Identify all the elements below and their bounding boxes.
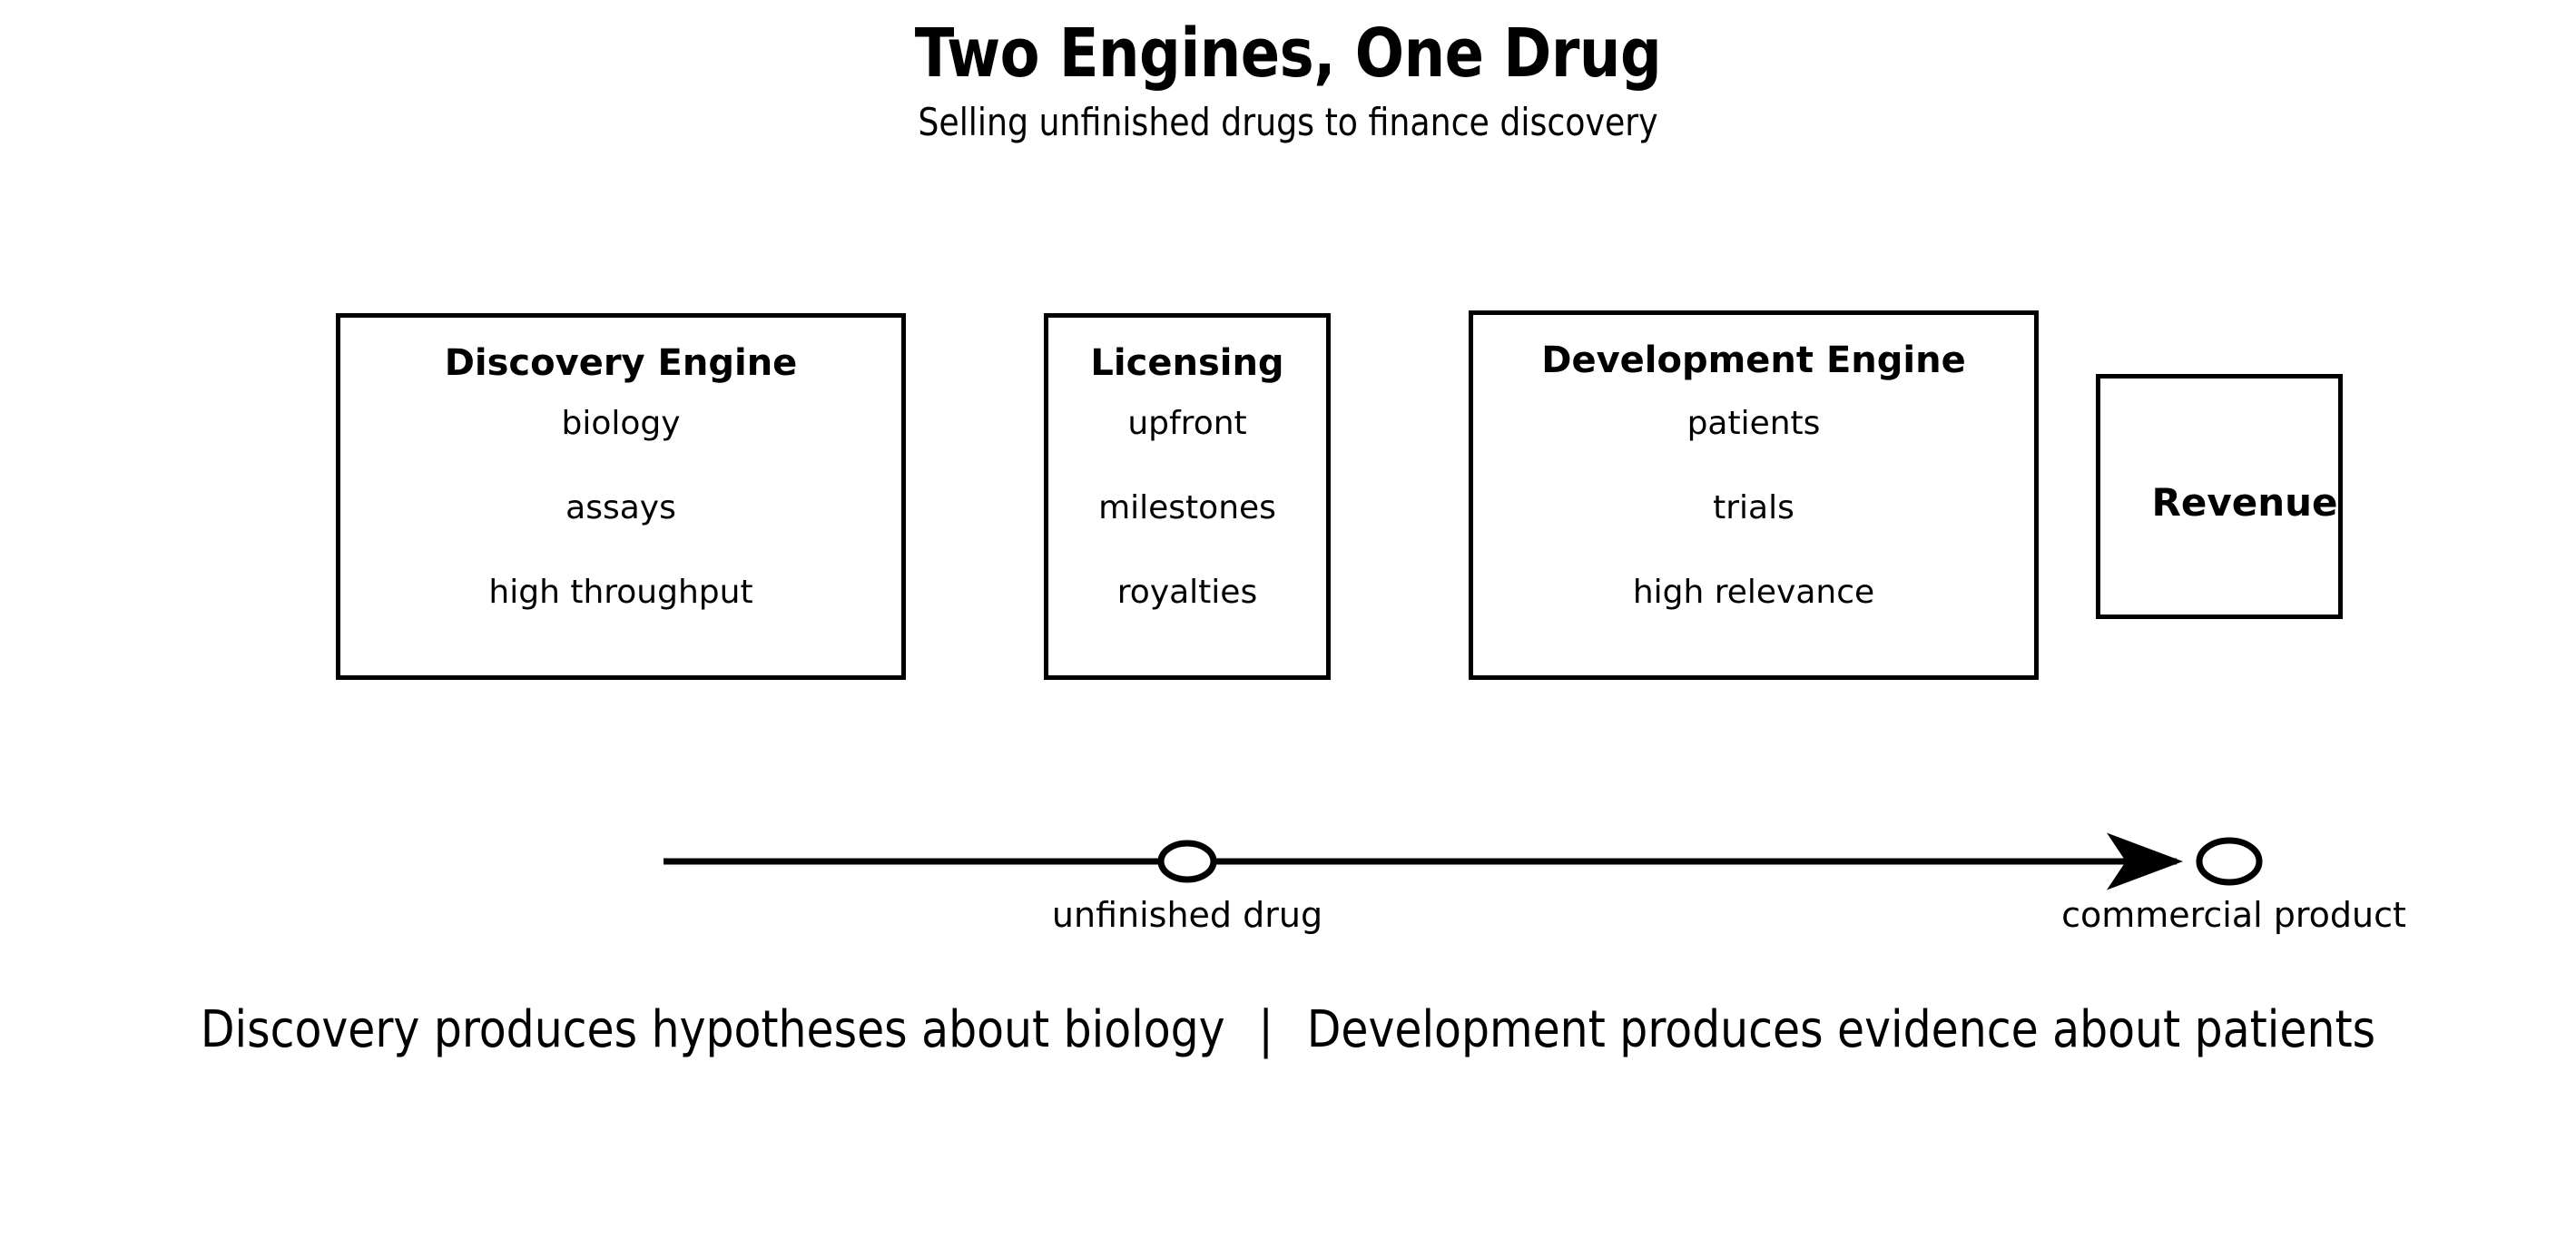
- box-licensing-item-milestones: milestones: [1098, 489, 1276, 526]
- caption-left-text: Discovery produces hypotheses about biol…: [200, 1000, 1225, 1059]
- page-subtitle: Selling unfinished drugs to finance disc…: [918, 100, 1658, 144]
- footer-caption: Discovery produces hypotheses about biol…: [39, 1000, 2538, 1059]
- box-licensing-item-upfront: upfront: [1127, 405, 1247, 442]
- box-discovery-engine: Discovery Engine biology assays high thr…: [336, 313, 906, 680]
- box-development-engine-item-patients: patients: [1686, 405, 1821, 442]
- header: Two Engines, One Drug Selling unfinished…: [0, 20, 2576, 142]
- caption-separator: |: [1258, 1000, 1273, 1059]
- box-revenue-title: Revenue: [2151, 480, 2338, 525]
- box-discovery-engine-item-biology: biology: [561, 405, 681, 442]
- page-title: Two Engines, One Drug: [914, 15, 1662, 93]
- node-label-unfinished-drug: unfinished drug: [1051, 895, 1323, 935]
- box-discovery-engine-item-high-throughput: high throughput: [488, 574, 753, 611]
- box-licensing-title: Licensing: [1090, 342, 1284, 384]
- box-discovery-engine-title: Discovery Engine: [444, 342, 798, 384]
- flow-arrow-diagram: [664, 832, 2263, 890]
- box-development-engine-item-high-relevance: high relevance: [1632, 574, 1875, 611]
- box-revenue: Revenue: [2096, 374, 2343, 619]
- caption-right-text: Development produces evidence about pati…: [1306, 1000, 2376, 1059]
- box-discovery-engine-item-assays: assays: [565, 489, 676, 526]
- box-licensing: Licensing upfront milestones royalties: [1044, 313, 1331, 680]
- box-licensing-item-royalties: royalties: [1116, 574, 1258, 611]
- node-commercial-product-ellipse-icon: [2196, 837, 2263, 886]
- box-development-engine-title: Development Engine: [1541, 339, 1966, 381]
- box-development-engine: Development Engine patients trials high …: [1469, 310, 2039, 680]
- node-unfinished-drug-ellipse-icon: [1157, 840, 1217, 883]
- box-development-engine-item-trials: trials: [1713, 489, 1794, 526]
- node-label-commercial-product: commercial product: [2061, 895, 2406, 935]
